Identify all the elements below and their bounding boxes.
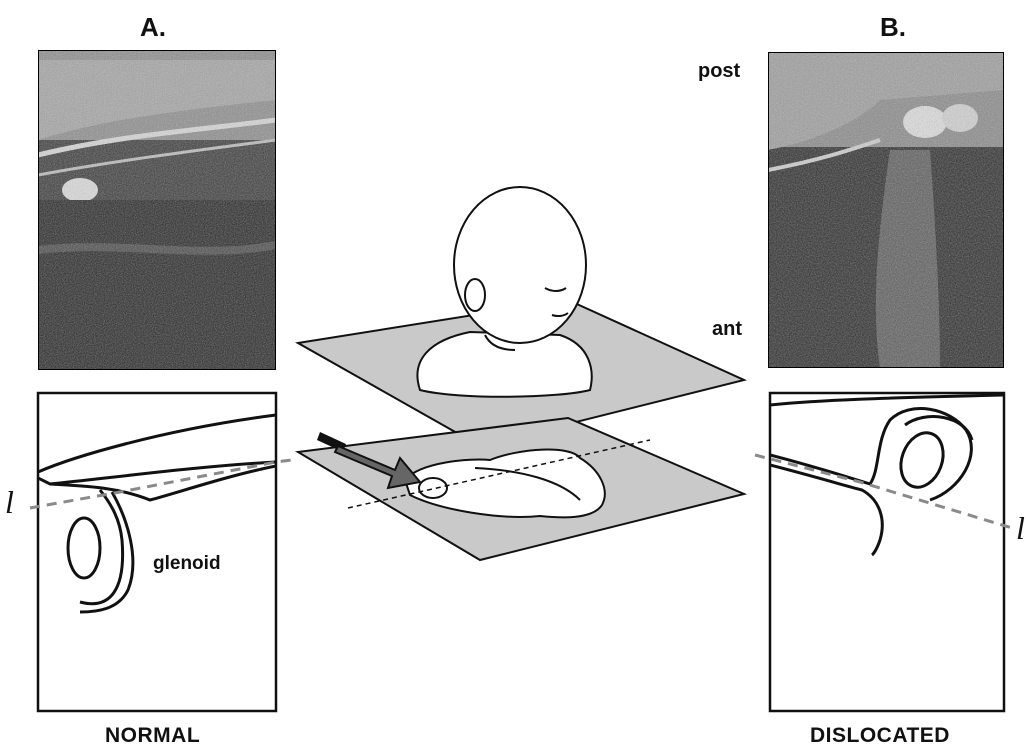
line-drawing-normal — [38, 393, 276, 711]
anterior-label: ant — [712, 318, 742, 341]
line-symbol-right: l — [1016, 510, 1025, 547]
scan-plane-illustration — [298, 187, 744, 560]
glenoid-label: glenoid — [153, 553, 221, 575]
infant-illustration — [417, 187, 591, 397]
caption-dislocated: DISLOCATED — [810, 724, 950, 748]
panel-letter-a: A. — [140, 12, 166, 43]
caption-normal: NORMAL — [105, 724, 200, 748]
panel-letter-b: B. — [880, 12, 906, 43]
posterior-label: post — [698, 60, 740, 83]
ultrasound-image-normal — [38, 50, 276, 370]
line-symbol-left: l — [5, 484, 14, 521]
line-drawing-dislocated — [770, 393, 1004, 711]
ultrasound-image-dislocated — [768, 52, 1004, 368]
